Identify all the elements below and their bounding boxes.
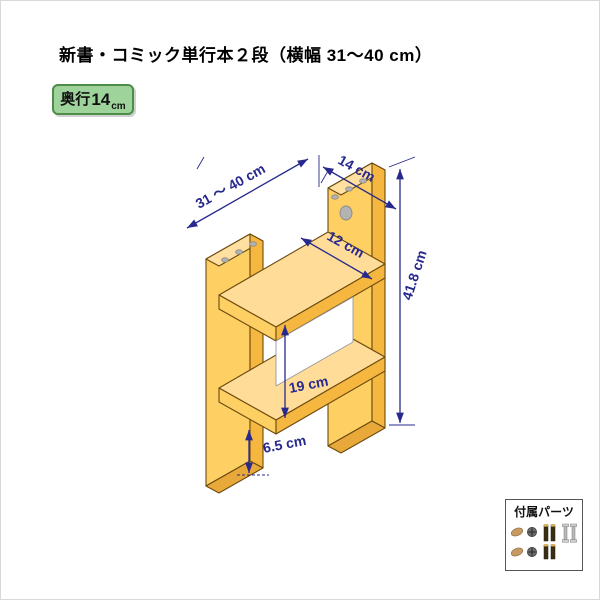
bolt-icon <box>543 544 549 560</box>
page-title: 新書・コミック単行本２段（横幅 31〜40 cm） <box>59 46 433 65</box>
connector-rod-icon <box>562 523 577 543</box>
parts-illustration <box>510 523 577 560</box>
dim-shelf-gap-label: 19 cm <box>288 373 330 396</box>
bolt-icon <box>550 544 556 560</box>
parts-row-2 <box>510 544 556 560</box>
dim-bottom-gap-label: 6.5 cm <box>262 432 308 456</box>
included-parts-box: 付属パーツ <box>505 499 583 571</box>
depth-badge: 奥行 14 cm <box>52 84 134 115</box>
wooden-dowel-icon <box>510 547 524 557</box>
parts-box-title: 付属パーツ <box>514 505 574 519</box>
depth-badge-label: 奥行 <box>60 91 91 108</box>
dowel-holes-left <box>221 241 257 263</box>
wooden-dowel-icon <box>510 527 524 537</box>
lower-shelf <box>218 324 386 435</box>
parts-row-1 <box>510 523 577 543</box>
left-side-panel <box>205 233 264 494</box>
dimension-annotations <box>186 155 416 476</box>
back-opening <box>275 296 354 387</box>
bolt-icon <box>550 524 556 542</box>
depth-badge-value: 14 <box>91 90 111 109</box>
dim-total-height-label: 41.8 cm <box>399 248 430 302</box>
bolt-icon <box>543 524 549 542</box>
cam-hole <box>339 205 353 221</box>
depth-badge-unit: cm <box>111 101 126 112</box>
